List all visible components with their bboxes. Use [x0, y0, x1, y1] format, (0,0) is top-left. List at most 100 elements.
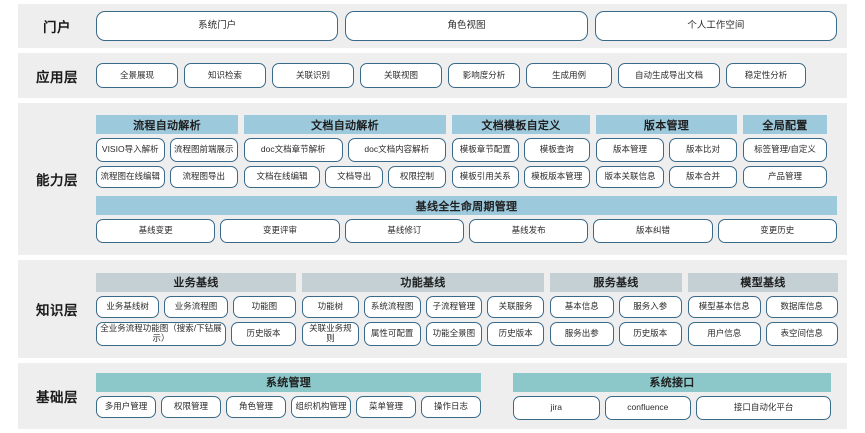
- group-row-2: 模板引用关系 模板版本管理: [452, 166, 590, 188]
- group-row-2: 用户信息 表空间信息: [688, 321, 838, 346]
- cap-item-doc-online-edit[interactable]: 文档在线编辑: [244, 166, 321, 188]
- know-item-business-flowchart[interactable]: 业务流程图: [164, 295, 228, 318]
- cap-item-product-mgmt[interactable]: 产品管理: [743, 166, 827, 188]
- layer-label-foundation: 基础层: [36, 390, 78, 405]
- group-row-1: 多用户管理 权限管理 角色管理 组织机构管理 菜单管理 操作日志: [96, 395, 481, 418]
- cap-item-template-chapter-config[interactable]: 模板章节配置: [452, 138, 519, 162]
- capability-group-doc-parse: 文档自动解析 doc文档章节解析 doc文档内容解析 文档在线编辑 文档导出 权…: [244, 115, 446, 188]
- know-item-user-info[interactable]: 用户信息: [688, 321, 761, 346]
- app-item-stability-analysis[interactable]: 稳定性分析: [726, 63, 806, 88]
- cap-item-permission-control[interactable]: 权限控制: [388, 166, 446, 188]
- group-header-process-parse: 流程自动解析: [96, 115, 238, 134]
- knowledge-group-business-baseline: 业务基线 业务基线树 业务流程图 功能图 全业务流程功能图（搜索/下钻展示） 历…: [96, 272, 296, 346]
- layer-label-application: 应用层: [36, 69, 78, 85]
- know-item-history-version[interactable]: 历史版本: [618, 321, 682, 346]
- base-item-permission-mgmt[interactable]: 权限管理: [161, 395, 221, 418]
- group-row-1: 基本信息 服务入参: [550, 295, 682, 318]
- know-item-database-info[interactable]: 数据库信息: [765, 295, 838, 318]
- cap-item-baseline-change[interactable]: 基线变更: [96, 219, 216, 243]
- know-item-related-business-rules[interactable]: 关联业务规则: [302, 321, 359, 346]
- cap-item-template-query[interactable]: 模板查询: [523, 138, 590, 162]
- base-item-operation-log[interactable]: 操作日志: [421, 395, 481, 418]
- cap-item-visio-import-parse[interactable]: VISIO导入解析: [96, 138, 165, 162]
- base-item-org-structure-mgmt[interactable]: 组织机构管理: [291, 395, 351, 418]
- cap-item-doc-content-parse[interactable]: doc文档内容解析: [347, 138, 446, 162]
- group-header-baseline-lifecycle: 基线全生命周期管理: [96, 196, 837, 215]
- group-row-1: 版本管理 版本比对: [596, 138, 737, 162]
- know-item-attribute-configurable[interactable]: 属性可配置: [363, 321, 421, 346]
- know-item-tablespace-info[interactable]: 表空间信息: [765, 321, 838, 346]
- app-item-impact-analysis[interactable]: 影响度分析: [448, 63, 520, 88]
- group-header-function-baseline: 功能基线: [302, 272, 544, 292]
- foundation-group-system-interface: 系统接口 jira confluence 接口自动化平台: [513, 372, 832, 420]
- layer-label-portal: 门户: [43, 20, 71, 35]
- know-item-history-version[interactable]: 历史版本: [487, 321, 544, 346]
- group-header-business-baseline: 业务基线: [96, 272, 296, 292]
- cap-item-version-relation-info[interactable]: 版本关联信息: [596, 166, 664, 188]
- layer-application: 应用层 全景展现 知识检索 关联识别 关联视图 影响度分析 生成用例 自动生成导…: [18, 53, 847, 98]
- know-item-function-panorama[interactable]: 功能全景图: [425, 321, 483, 346]
- layer-body-capability: 流程自动解析 VISIO导入解析 流程图前端展示 流程图在线编辑 流程图导出 文…: [96, 115, 847, 243]
- know-item-full-business-process-function-diagram[interactable]: 全业务流程功能图（搜索/下钻展示）: [96, 321, 226, 346]
- cap-item-template-version-mgmt[interactable]: 模板版本管理: [523, 166, 590, 188]
- group-header-model-baseline: 模型基线: [688, 272, 838, 292]
- know-item-history-version[interactable]: 历史版本: [230, 321, 296, 346]
- app-item-generate-case[interactable]: 生成用例: [526, 63, 612, 88]
- capability-group-doc-template: 文档模板自定义 模板章节配置 模板查询 模板引用关系 模板版本管理: [452, 115, 590, 188]
- group-header-service-baseline: 服务基线: [550, 272, 682, 292]
- cap-item-version-merge[interactable]: 版本合并: [669, 166, 737, 188]
- cap-item-doc-chapter-parse[interactable]: doc文档章节解析: [244, 138, 343, 162]
- group-row-1: VISIO导入解析 流程图前端展示: [96, 138, 238, 162]
- know-item-service-output-param[interactable]: 服务出参: [550, 321, 614, 346]
- cap-item-template-reference-relation[interactable]: 模板引用关系: [452, 166, 519, 188]
- layer-label-capability: 能力层: [36, 173, 78, 188]
- cap-item-version-compare[interactable]: 版本比对: [669, 138, 737, 162]
- cap-item-baseline-revision[interactable]: 基线修订: [344, 219, 464, 243]
- group-row-2: 版本关联信息 版本合并: [596, 166, 737, 188]
- know-item-related-service[interactable]: 关联服务: [487, 295, 544, 318]
- knowledge-group-service-baseline: 服务基线 基本信息 服务入参 服务出参 历史版本: [550, 272, 682, 346]
- cap-item-version-mgmt[interactable]: 版本管理: [596, 138, 664, 162]
- capability-group-version-mgmt: 版本管理 版本管理 版本比对 版本关联信息 版本合并: [596, 115, 737, 188]
- base-item-jira[interactable]: jira: [513, 395, 600, 420]
- cap-item-flowchart-online-edit[interactable]: 流程图在线编辑: [96, 166, 165, 188]
- group-header-doc-template: 文档模板自定义: [452, 115, 590, 134]
- know-item-service-input-param[interactable]: 服务入参: [618, 295, 682, 318]
- base-item-role-mgmt[interactable]: 角色管理: [226, 395, 286, 418]
- group-row-2: 文档在线编辑 文档导出 权限控制: [244, 166, 446, 188]
- know-item-system-flowchart[interactable]: 系统流程图: [363, 295, 421, 318]
- cap-item-baseline-release[interactable]: 基线发布: [468, 219, 589, 243]
- know-item-function-tree[interactable]: 功能树: [302, 295, 359, 318]
- group-row-2: 关联业务规则 属性可配置 功能全景图 历史版本: [302, 321, 544, 346]
- know-item-function-diagram[interactable]: 功能图: [232, 295, 296, 318]
- base-item-menu-mgmt[interactable]: 菜单管理: [356, 395, 416, 418]
- base-item-confluence[interactable]: confluence: [604, 395, 692, 420]
- layer-body-application: 全景展现 知识检索 关联识别 关联视图 影响度分析 生成用例 自动生成导出文档 …: [96, 63, 847, 88]
- group-row-1: 业务基线树 业务流程图 功能图: [96, 295, 296, 318]
- portal-item-personal-workspace[interactable]: 个人工作空间: [594, 11, 837, 41]
- app-item-knowledge-search[interactable]: 知识检索: [184, 63, 266, 88]
- app-item-relation-view[interactable]: 关联视图: [360, 63, 442, 88]
- app-item-relation-recognition[interactable]: 关联识别: [272, 63, 354, 88]
- cap-item-version-correction[interactable]: 版本纠错: [593, 219, 713, 243]
- portal-item-system-portal[interactable]: 系统门户: [96, 11, 339, 41]
- cap-item-doc-export[interactable]: 文档导出: [325, 166, 384, 188]
- group-row-1: doc文档章节解析 doc文档内容解析: [244, 138, 446, 162]
- cap-item-flowchart-export[interactable]: 流程图导出: [169, 166, 238, 188]
- know-item-model-basic-info[interactable]: 模型基本信息: [688, 295, 761, 318]
- base-item-multi-user-mgmt[interactable]: 多用户管理: [96, 395, 156, 418]
- cap-item-flowchart-frontend-display[interactable]: 流程图前端展示: [169, 138, 238, 162]
- know-item-business-baseline-tree[interactable]: 业务基线树: [96, 295, 160, 318]
- app-item-auto-export-doc[interactable]: 自动生成导出文档: [618, 63, 720, 88]
- know-item-subprocess-mgmt[interactable]: 子流程管理: [425, 295, 483, 318]
- cap-item-change-history[interactable]: 变更历史: [717, 219, 837, 243]
- know-item-basic-info[interactable]: 基本信息: [550, 295, 614, 318]
- group-header-system-interface: 系统接口: [513, 372, 831, 392]
- cap-item-tag-mgmt-custom[interactable]: 标签管理/自定义: [743, 138, 827, 162]
- portal-item-role-view[interactable]: 角色视图: [345, 11, 588, 41]
- app-item-panorama[interactable]: 全景展现: [96, 63, 178, 88]
- knowledge-group-model-baseline: 模型基线 模型基本信息 数据库信息 用户信息 表空间信息: [688, 272, 838, 346]
- base-item-interface-automation-platform[interactable]: 接口自动化平台: [696, 395, 832, 420]
- cap-item-change-review[interactable]: 变更评审: [220, 219, 340, 243]
